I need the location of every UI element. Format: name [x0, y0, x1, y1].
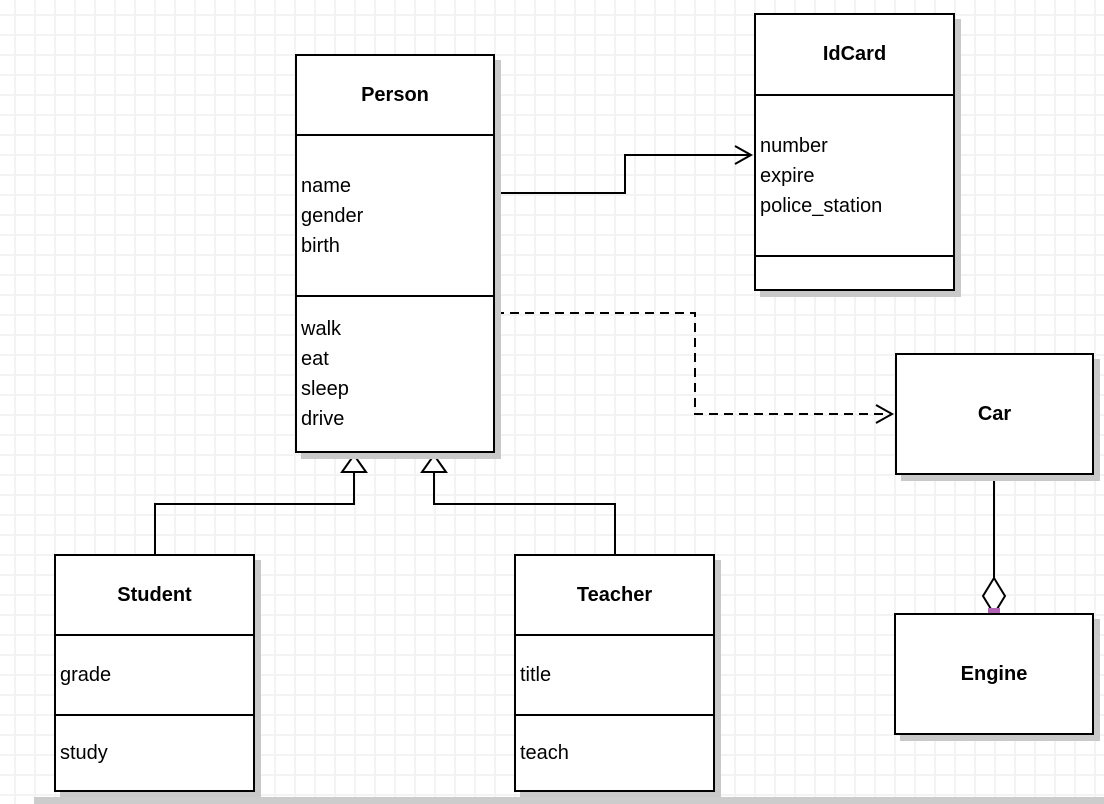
edge-generalization-teacher-person[interactable]: [420, 453, 616, 554]
class-title: Engine: [960, 662, 1028, 685]
idcard-methods-empty: [756, 255, 953, 289]
edge-aggregation-car-engine[interactable]: [981, 469, 1007, 620]
idcard-attributes: number expire police_station: [756, 94, 953, 255]
attribute: title: [520, 664, 552, 686]
class-student[interactable]: Student grade study: [54, 554, 255, 792]
edge-association-person-idcard[interactable]: [495, 145, 754, 194]
class-idcard[interactable]: IdCard number expire police_station: [754, 13, 955, 291]
method: eat: [301, 348, 329, 370]
method: teach: [520, 742, 569, 764]
class-engine[interactable]: Engine: [894, 613, 1094, 735]
person-methods: walk eat sleep drive: [297, 295, 493, 451]
class-teacher[interactable]: Teacher title teach: [514, 554, 715, 792]
method: sleep: [301, 378, 349, 400]
attribute: birth: [301, 234, 340, 257]
class-title: Car: [977, 402, 1012, 425]
class-car[interactable]: Car: [895, 353, 1094, 475]
edge-generalization-student-person[interactable]: [154, 453, 368, 554]
canvas-bottom-edge: [34, 797, 1104, 804]
class-title: Student: [117, 583, 192, 606]
method: walk: [301, 318, 342, 340]
attribute: gender: [301, 204, 364, 227]
attribute: number: [760, 134, 828, 157]
open-arrowhead-icon: [875, 404, 895, 424]
method: study: [60, 742, 108, 764]
class-title: Person: [361, 83, 429, 106]
hollow-triangle-icon: [340, 453, 368, 473]
attribute: police_station: [760, 194, 883, 217]
teacher-attributes: title: [516, 634, 713, 714]
method: drive: [301, 408, 345, 430]
hollow-triangle-icon: [420, 453, 448, 473]
attribute: grade: [60, 664, 112, 686]
student-attributes: grade: [56, 634, 253, 714]
edge-dependency-person-car[interactable]: [495, 312, 895, 424]
class-title: Teacher: [576, 583, 653, 606]
class-title: IdCard: [822, 43, 887, 65]
person-attributes: name gender birth: [297, 134, 493, 295]
teacher-methods: teach: [516, 714, 713, 790]
attribute: expire: [760, 164, 815, 187]
attribute: name: [301, 174, 352, 197]
student-methods: study: [56, 714, 253, 790]
open-arrowhead-icon: [734, 145, 754, 165]
class-person[interactable]: Person name gender birth walk eat sleep …: [295, 54, 495, 453]
